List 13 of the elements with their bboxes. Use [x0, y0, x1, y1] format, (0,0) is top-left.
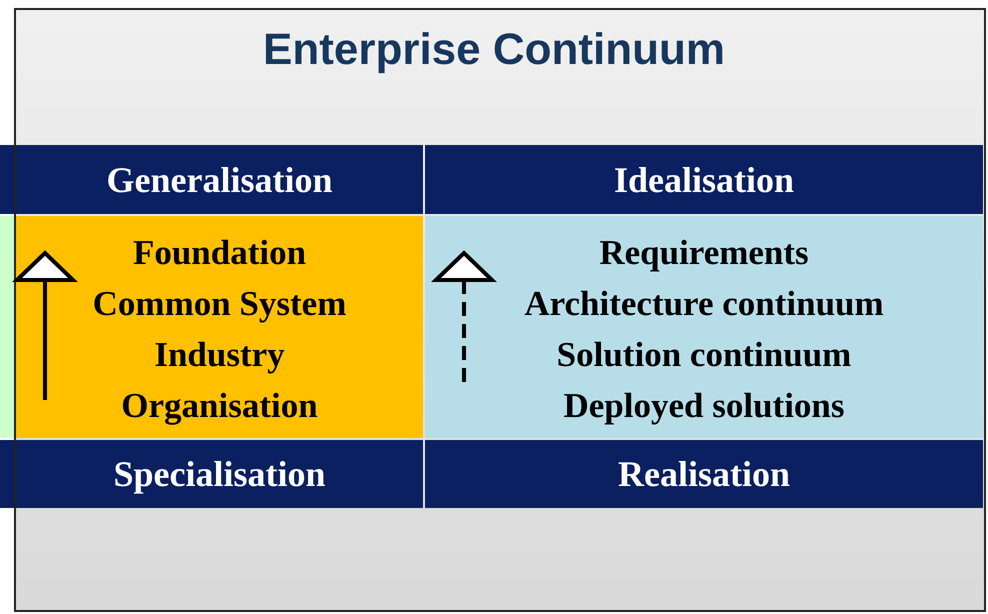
cell-text: Organisation: [121, 385, 318, 427]
cell-text: Deployed solutions: [563, 385, 845, 427]
cell-text: Requirements: [599, 232, 809, 274]
header-cell: Realisation: [425, 440, 983, 508]
header-cell: Generalisation: [16, 145, 423, 214]
header-cell: Specialisation: [16, 440, 423, 508]
cell-text: Architecture continuum: [524, 283, 884, 325]
cell-text: Foundation: [132, 232, 306, 274]
cell-text: Common System: [92, 283, 346, 325]
title: Enterprise Continuum: [262, 24, 726, 76]
cell-text: Industry: [154, 334, 285, 376]
header-cell: Idealisation: [425, 145, 983, 214]
cell-text: Solution continuum: [556, 334, 852, 376]
